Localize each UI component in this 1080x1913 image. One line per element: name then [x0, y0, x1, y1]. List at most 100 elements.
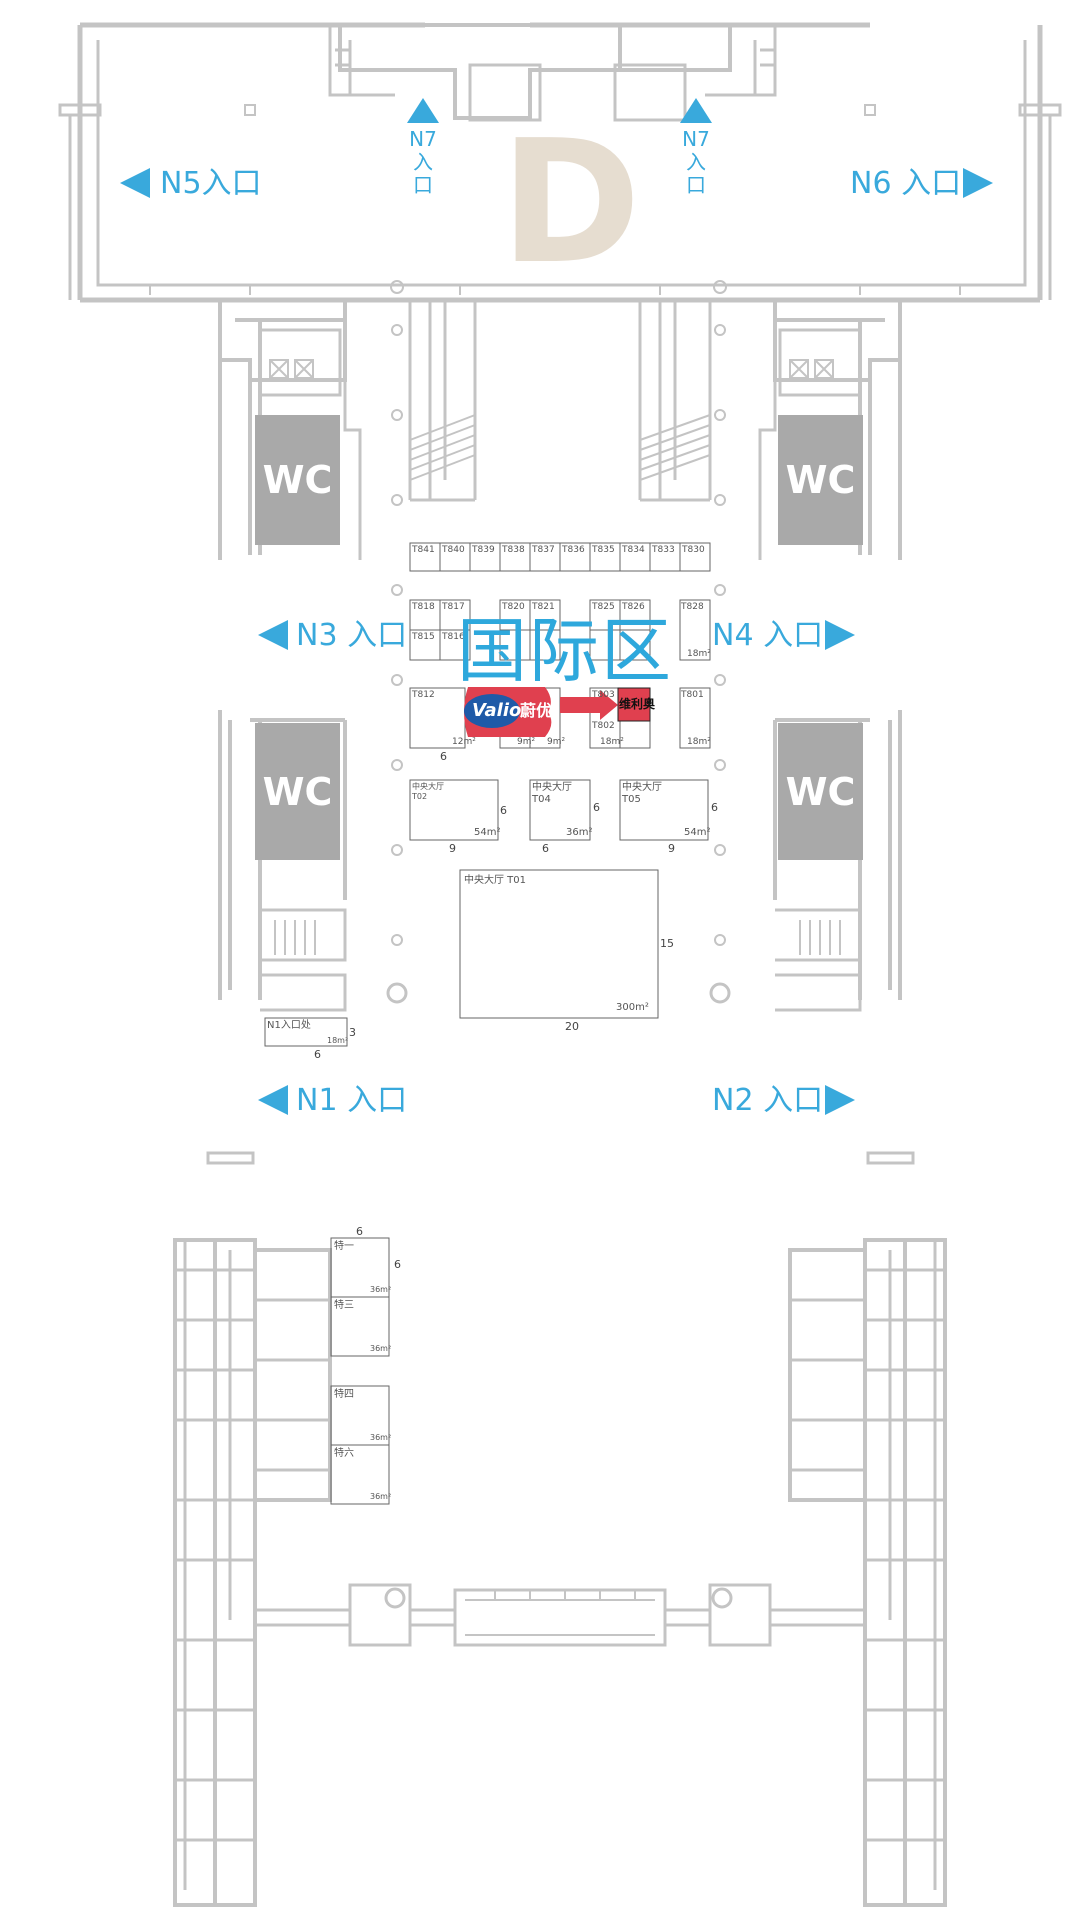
entrance-n6-label[interactable]: N6 入口 [850, 166, 962, 201]
arrow-up-icon [680, 98, 712, 123]
dimension-label: 9 [449, 842, 456, 855]
booth-label[interactable]: T830 [682, 545, 705, 555]
zone-title: 国际区 [457, 610, 673, 692]
sponsor-graphic [464, 687, 651, 737]
booth-t01-title[interactable]: 中央大厅 T01 [464, 875, 527, 886]
arrow-left-icon [258, 1085, 288, 1115]
wc-blocks [255, 415, 863, 860]
booth-area: 18m² [687, 649, 711, 659]
arrow-left-icon [258, 620, 288, 650]
booth-label[interactable]: T816 [442, 632, 465, 642]
dimension-label: 6 [314, 1048, 321, 1061]
booth-label[interactable]: T840 [442, 545, 465, 555]
booth-label[interactable]: T812 [412, 690, 435, 700]
booth-label[interactable]: T838 [502, 545, 525, 555]
booth-t04-code: T04 [532, 794, 551, 805]
arrow-right-icon [825, 620, 855, 650]
booth-t04-area: 36m² [566, 827, 593, 838]
booth-t02-code: T02 [412, 792, 428, 801]
booth-area: 18m² [687, 737, 711, 747]
booth-label[interactable]: T828 [681, 602, 704, 612]
booth-label[interactable]: T803 [592, 690, 615, 700]
booth-label[interactable]: T825 [592, 602, 615, 612]
arrow-right-icon [825, 1085, 855, 1115]
bottom-wings [173, 1238, 947, 1907]
special-booth-label[interactable]: 特三 [334, 1300, 354, 1311]
special-booth-area: 36m² [370, 1344, 392, 1353]
booth-area: 9m² [517, 737, 536, 747]
entrance-n2-label[interactable]: N2 入口 [712, 1083, 824, 1118]
dimension-label: 20 [565, 1020, 579, 1033]
booth-label[interactable]: T837 [532, 545, 555, 555]
arrow-left-icon [120, 168, 150, 198]
special-booth-area: 36m² [370, 1433, 392, 1442]
stairs-icon [409, 414, 711, 481]
booth-label[interactable]: T834 [622, 545, 645, 555]
booth-t02-area: 54m² [474, 827, 501, 838]
dimension-label: 3 [349, 1026, 356, 1039]
arrow-right-icon [963, 168, 993, 198]
booth-t02-title[interactable]: 中央大厅 [412, 782, 444, 791]
special-booth-area: 36m² [370, 1492, 392, 1501]
booth-label[interactable]: T826 [622, 602, 645, 612]
booth-t01-area: 300m² [616, 1002, 649, 1013]
stairs-icon [274, 920, 841, 955]
hall-label: D [500, 104, 642, 302]
booth-label[interactable]: T817 [442, 602, 465, 612]
booth-label[interactable]: T801 [681, 690, 704, 700]
booth-label[interactable]: T839 [472, 545, 495, 555]
booth-area: 9m² [547, 737, 566, 747]
entrance-n4-label[interactable]: N4 入口 [712, 618, 824, 653]
hall-d-walls [58, 22, 1062, 303]
dimension-label: 6 [711, 801, 718, 814]
booth-area: 18m² [600, 737, 624, 747]
booth-label[interactable]: T802 [592, 721, 615, 731]
booth-n1-label[interactable]: N1入口处 [267, 1020, 311, 1031]
arrow-up-icon [407, 98, 439, 123]
sponsor-booth-name[interactable]: 维利奥 [619, 697, 656, 711]
wc-label-mid-right: WC [785, 770, 856, 814]
wc-label-top-left: WC [262, 458, 333, 502]
entrance-n1-label[interactable]: N1 入口 [296, 1083, 408, 1118]
booth-t05-title[interactable]: 中央大厅 [622, 782, 662, 793]
special-booth-area: 36m² [370, 1285, 392, 1294]
wc-label-mid-left: WC [262, 770, 333, 814]
dimension-label: 6 [542, 842, 549, 855]
special-booth-label[interactable]: 特六 [334, 1448, 354, 1459]
booth-area: 12m² [452, 737, 476, 747]
booth-label[interactable]: T835 [592, 545, 615, 555]
booth-label[interactable]: T841 [412, 545, 435, 555]
special-booth-label[interactable]: 特四 [334, 1389, 354, 1400]
dimension-label: 6 [500, 804, 507, 817]
booth-t04-title[interactable]: 中央大厅 [532, 782, 572, 793]
booth-t05-area: 54m² [684, 827, 711, 838]
entrance-n5-label[interactable]: N5入口 [160, 166, 262, 201]
dimension-label: 6 [440, 750, 447, 763]
booth-n1-area: 18m² [327, 1036, 349, 1045]
booth-label[interactable]: T815 [412, 632, 435, 642]
booth-label[interactable]: T833 [652, 545, 675, 555]
booth-label[interactable]: T821 [532, 602, 555, 612]
dimension-label: 6 [356, 1225, 363, 1238]
column-circle-icon [384, 1587, 733, 1609]
sponsor-brand-cn: 蔚优 [520, 701, 553, 720]
entrance-n3-label[interactable]: N3 入口 [296, 618, 408, 653]
column-circle-icon [386, 324, 731, 1004]
booth-label[interactable]: T820 [502, 602, 525, 612]
sponsor-brand[interactable]: Valio [472, 700, 522, 721]
special-booth-label[interactable]: 特一 [334, 1241, 354, 1252]
entrance-n7-left-label[interactable]: N7 入 口 [409, 127, 437, 197]
dimension-label: 6 [394, 1258, 401, 1271]
wc-label-top-right: WC [785, 458, 856, 502]
booth-label[interactable]: T818 [412, 602, 435, 612]
booth-t05-code: T05 [622, 794, 641, 805]
entrance-n7-right-label[interactable]: N7 入 口 [682, 127, 710, 197]
column-circle-icon [390, 280, 727, 294]
booth-label[interactable]: T836 [562, 545, 585, 555]
dimension-label: 6 [593, 801, 600, 814]
dimension-label: 15 [660, 937, 674, 950]
dimension-label: 9 [668, 842, 675, 855]
entrance-arrows [120, 98, 993, 1115]
